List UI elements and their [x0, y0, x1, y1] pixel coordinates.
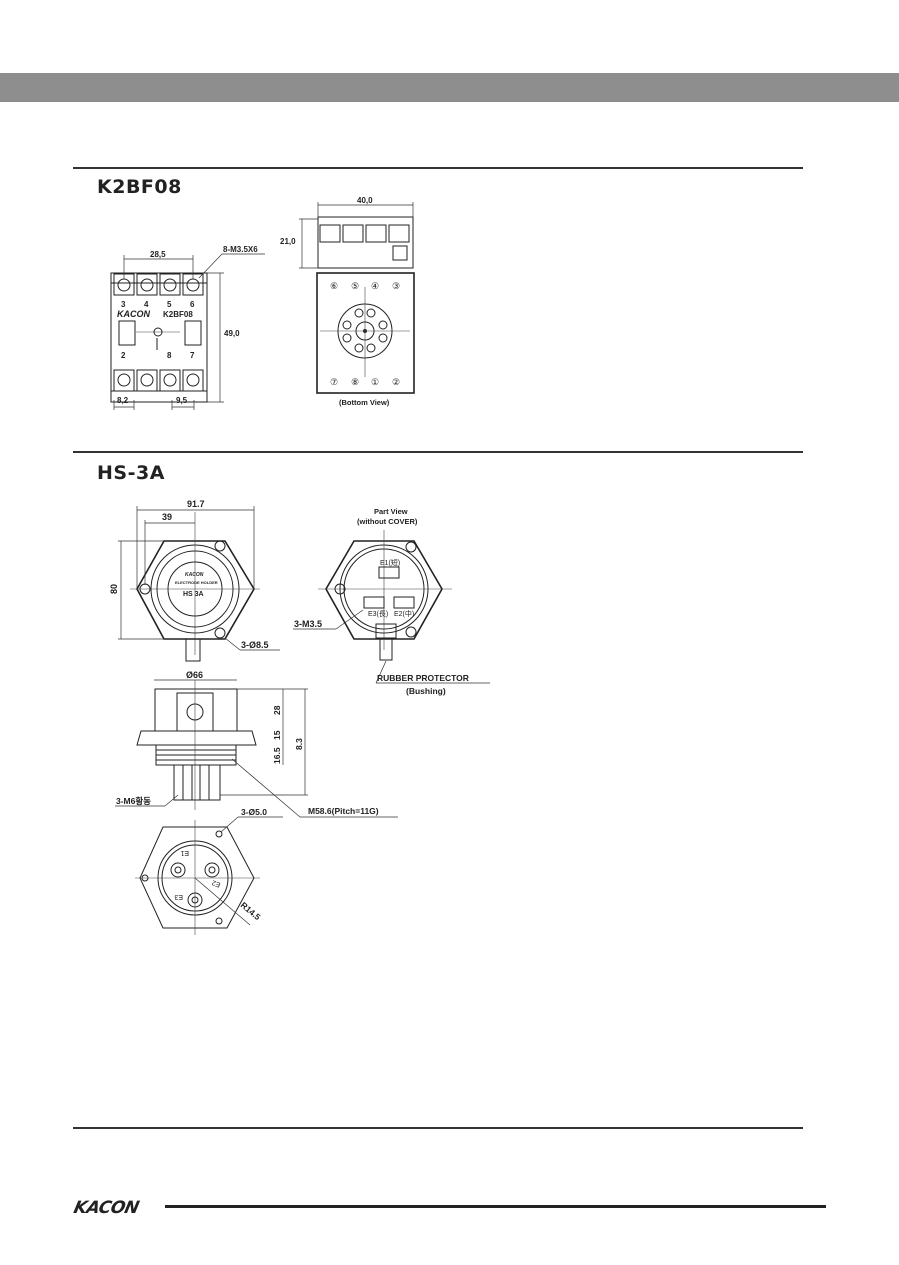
- svg-text:3-Ø5.0: 3-Ø5.0: [241, 807, 267, 817]
- svg-text:R14.5: R14.5: [239, 900, 263, 922]
- svg-text:(Bottom View): (Bottom View): [339, 398, 390, 407]
- section-divider: [73, 451, 803, 453]
- hs3a-front-view: KACON ELECTRODE HOLDER HS 3A 91.7 39 80 …: [109, 499, 280, 662]
- hs3a-side-view: Ø66 28 15 16.5 8.3 3-M6황동 M58.6(Pitch=11…: [115, 670, 398, 818]
- svg-text:④: ④: [371, 281, 379, 291]
- svg-text:4: 4: [144, 300, 149, 309]
- k2bf08-front-view: 3 4 5 6 KACON K2BF08 2 8 7 28,5 8-M3.5X6…: [110, 245, 265, 410]
- svg-text:E3: E3: [174, 893, 183, 900]
- svg-text:KACON: KACON: [117, 309, 150, 319]
- svg-text:3-M3.5: 3-M3.5: [294, 619, 322, 629]
- svg-text:(without COVER): (without COVER): [357, 517, 418, 526]
- hs3a-part-view: Part View (without COVER) E1(短) E3(長) E2…: [293, 507, 490, 696]
- footer-rule: [165, 1205, 826, 1208]
- svg-text:⑥: ⑥: [330, 281, 338, 291]
- svg-text:3: 3: [121, 300, 126, 309]
- svg-text:8,2: 8,2: [117, 396, 129, 405]
- svg-text:3-Ø8.5: 3-Ø8.5: [241, 640, 269, 650]
- svg-text:E1: E1: [180, 849, 189, 856]
- svg-text:8.3: 8.3: [294, 738, 304, 750]
- svg-text:40,0: 40,0: [357, 196, 373, 205]
- svg-text:28,5: 28,5: [150, 250, 166, 259]
- svg-text:Ø66: Ø66: [186, 670, 203, 680]
- svg-text:9,5: 9,5: [176, 396, 188, 405]
- svg-text:M58.6(Pitch=11G): M58.6(Pitch=11G): [308, 806, 379, 816]
- section-divider: [73, 1127, 803, 1129]
- svg-text:KACON: KACON: [185, 572, 204, 578]
- svg-text:7: 7: [190, 351, 195, 360]
- svg-text:③: ③: [392, 281, 400, 291]
- svg-text:6: 6: [190, 300, 195, 309]
- svg-text:16.5: 16.5: [272, 747, 282, 764]
- svg-text:Part View: Part View: [374, 507, 408, 516]
- svg-text:80: 80: [109, 584, 119, 594]
- svg-text:②: ②: [392, 377, 400, 387]
- svg-text:91.7: 91.7: [187, 499, 205, 509]
- section-title-hs3a: HS-3A: [97, 462, 165, 484]
- hs3a-bottom-view: E1 E2 E3 3-Ø5.0 R14.5: [135, 807, 283, 935]
- svg-text:ELECTRODE HOLDER: ELECTRODE HOLDER: [175, 580, 218, 585]
- svg-text:49,0: 49,0: [224, 329, 240, 338]
- svg-text:39: 39: [162, 512, 172, 522]
- svg-text:28: 28: [272, 705, 282, 715]
- svg-text:E3(長): E3(長): [368, 610, 388, 618]
- svg-text:8: 8: [167, 351, 172, 360]
- svg-text:5: 5: [167, 300, 172, 309]
- terminal-screws-top: [113, 273, 204, 296]
- svg-text:3-M6황동: 3-M6황동: [116, 796, 151, 806]
- svg-text:⑦: ⑦: [330, 377, 338, 387]
- section-title-k2bf08: K2BF08: [97, 176, 182, 198]
- terminal-screws-bottom: [113, 369, 204, 392]
- footer-logo: KACON: [71, 1198, 141, 1218]
- k2bf08-side-view: 40,0 21,0: [280, 196, 414, 269]
- svg-text:E1(短): E1(短): [380, 558, 400, 567]
- svg-text:E2: E2: [211, 878, 222, 888]
- svg-text:HS 3A: HS 3A: [183, 591, 204, 598]
- svg-text:RUBBER PROTECTOR: RUBBER PROTECTOR: [377, 673, 469, 683]
- header-bar: [0, 73, 899, 102]
- svg-text:8-M3.5X6: 8-M3.5X6: [223, 245, 258, 254]
- svg-text:⑧: ⑧: [351, 377, 359, 387]
- svg-text:2: 2: [121, 351, 126, 360]
- svg-text:K2BF08: K2BF08: [163, 310, 193, 319]
- svg-text:(Bushing): (Bushing): [406, 686, 446, 696]
- svg-text:⑤: ⑤: [351, 281, 359, 291]
- section-divider: [73, 167, 803, 169]
- svg-text:E2(中): E2(中): [394, 609, 414, 618]
- svg-text:21,0: 21,0: [280, 237, 296, 246]
- k2bf08-bottom-view: ⑥ ⑤ ④ ③ ⑦ ⑧ ① ② (Bottom View): [316, 272, 415, 407]
- svg-text:①: ①: [371, 377, 379, 387]
- svg-text:15: 15: [272, 730, 282, 740]
